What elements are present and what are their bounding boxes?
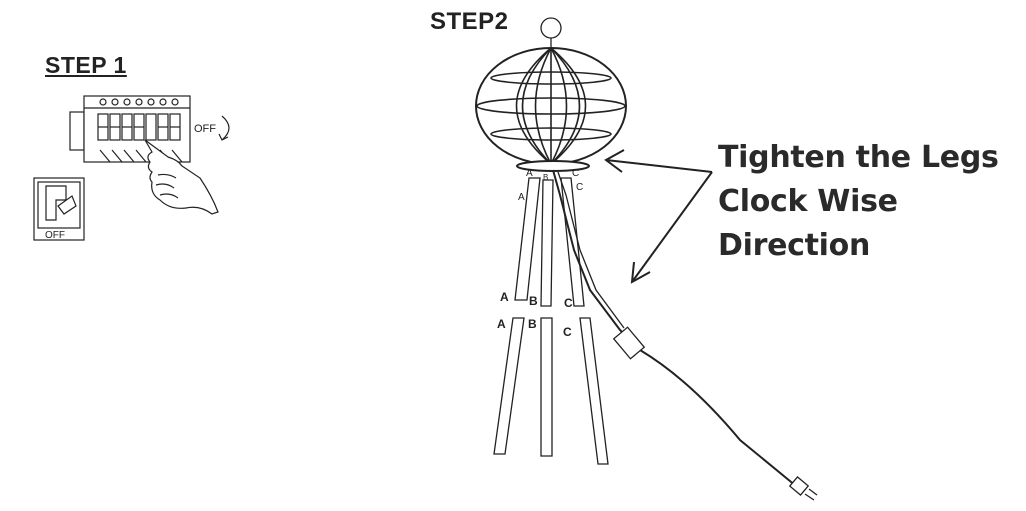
breaker-screws [99,98,179,106]
instruction-text: Tighten the Legs Clock Wise Direction [718,136,1026,268]
shade-ribs [476,47,626,165]
direction-arrows [604,149,713,284]
label-lower-a: A [497,317,506,331]
label-top-c: C [572,168,579,179]
lamp-illustration [475,17,818,501]
power-cord [552,169,797,487]
wall-switch-icon [33,177,85,241]
breaker-switches [97,113,181,141]
label-top-b: B [543,173,548,182]
label-mid-c: C [564,296,573,310]
hand-icon [144,139,219,215]
rotate-arrow-icon [221,115,230,141]
label-mid-a: A [500,290,509,304]
step1-title: STEP 1 [45,52,127,78]
label-lower-c: C [563,325,572,339]
lower-legs [493,317,609,465]
instruction-line-1: Tighten the Legs [718,140,999,175]
leg-labels-small: A B C A C [518,168,583,203]
upper-legs [514,177,585,307]
plug-icon [788,475,818,501]
label-lower-b: B [528,317,537,331]
label-upper-a: A [518,192,525,203]
step2-title: STEP2 [430,8,509,35]
breaker-off-label: OFF [194,123,216,135]
label-mid-b: B [529,294,538,308]
label-top-a: A [526,168,533,179]
label-upper-c: C [576,182,583,193]
breaker-panel-illustration [69,95,230,215]
instruction-line-2: Clock Wise Direction [718,184,898,263]
leg-labels-large: A B C A B C [497,290,573,339]
switch-off-label: OFF [45,230,65,241]
